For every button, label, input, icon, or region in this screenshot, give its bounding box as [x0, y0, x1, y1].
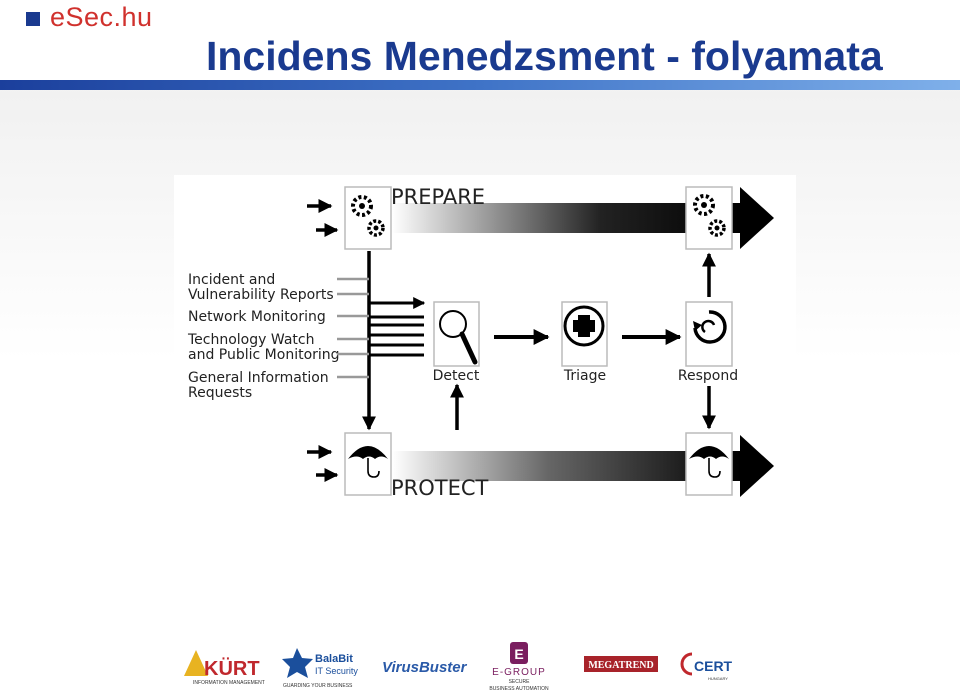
- protect-band: PROTECT: [391, 435, 774, 500]
- sponsor-logo-strip: KÜRT INFORMATION MANAGEMENT BalaBit IT S…: [184, 642, 733, 692]
- triage-label: Triage: [563, 368, 606, 384]
- gears-icon: [693, 194, 726, 237]
- sponsor-logos: KÜRT INFORMATION MANAGEMENT BalaBit IT S…: [180, 640, 780, 694]
- umbrella-icon: [348, 446, 388, 478]
- balabit-name: BalaBit: [315, 653, 353, 665]
- incident-process-diagram: PREPARE PROTECT: [174, 175, 796, 505]
- megatrend-name: MEGATREND: [588, 660, 653, 671]
- balabit-logo: BalaBit IT Security GUARDING YOUR BUSINE…: [282, 648, 358, 689]
- input-arrows: [307, 199, 339, 482]
- input-item: Network Monitoring: [188, 309, 326, 325]
- brand-square: [26, 12, 40, 26]
- respond-step: Respond: [678, 301, 738, 384]
- egroup-logo: E E-GROUP SECURE BUSINESS AUTOMATION: [489, 642, 549, 692]
- kurt-logo: KÜRT INFORMATION MANAGEMENT: [184, 650, 265, 686]
- gears-icon: [351, 195, 385, 237]
- respond-label: Respond: [678, 368, 738, 384]
- input-list: Incident and Vulnerability Reports Netwo…: [187, 272, 340, 401]
- cert-sub: HUNGARY: [708, 676, 728, 681]
- prepare-end-box: [685, 186, 733, 250]
- brand-logo: eSec.hu: [26, 2, 153, 32]
- kurt-tagline: INFORMATION MANAGEMENT: [193, 680, 265, 686]
- detect-step: Detect: [433, 301, 480, 384]
- fan-in-arrows: [369, 297, 426, 357]
- input-connectors: [337, 277, 369, 379]
- megatrend-logo: MEGATREND: [584, 656, 658, 672]
- virusbuster-logo: VirusBuster: [382, 659, 468, 676]
- protect-start-box: [344, 432, 392, 496]
- kurt-name: KÜRT: [204, 657, 260, 680]
- title-rule: [0, 80, 960, 90]
- input-item: and Public Monitoring: [188, 347, 340, 363]
- medical-cross-icon: [563, 305, 605, 347]
- cycle-icon: [693, 310, 727, 344]
- cert-name: CERT: [694, 658, 733, 674]
- prepare-band: PREPARE: [391, 185, 774, 249]
- page-title: Incidens Menedzsment - folyamata: [206, 33, 883, 79]
- virusbuster-name: VirusBuster: [382, 659, 468, 676]
- egroup-mark: E: [514, 646, 523, 662]
- egroup-tagline: SECURE: [509, 679, 531, 685]
- input-item: Technology Watch: [187, 332, 314, 348]
- triage-step: Triage: [561, 301, 608, 384]
- prepare-start-box: [344, 186, 392, 250]
- egroup-tagline: BUSINESS AUTOMATION: [489, 686, 549, 692]
- input-item: General Information: [188, 370, 329, 386]
- input-item: Incident and: [188, 272, 275, 288]
- cert-logo: CERT HUNGARY: [680, 652, 733, 681]
- balabit-subname: IT Security: [315, 666, 358, 676]
- umbrella-icon: [689, 446, 729, 478]
- prepare-label: PREPARE: [391, 185, 485, 209]
- input-item: Vulnerability Reports: [188, 287, 334, 303]
- egroup-name: E-GROUP: [492, 667, 546, 678]
- input-item: Requests: [188, 385, 252, 401]
- protect-end-box: [685, 432, 733, 496]
- balabit-tagline: GUARDING YOUR BUSINESS: [283, 683, 353, 689]
- brand-name: eSec.hu: [50, 2, 153, 32]
- protect-label: PROTECT: [391, 476, 489, 500]
- magnifier-icon: [439, 310, 478, 365]
- detect-label: Detect: [433, 368, 480, 384]
- diagram-canvas: PREPARE PROTECT: [187, 185, 774, 500]
